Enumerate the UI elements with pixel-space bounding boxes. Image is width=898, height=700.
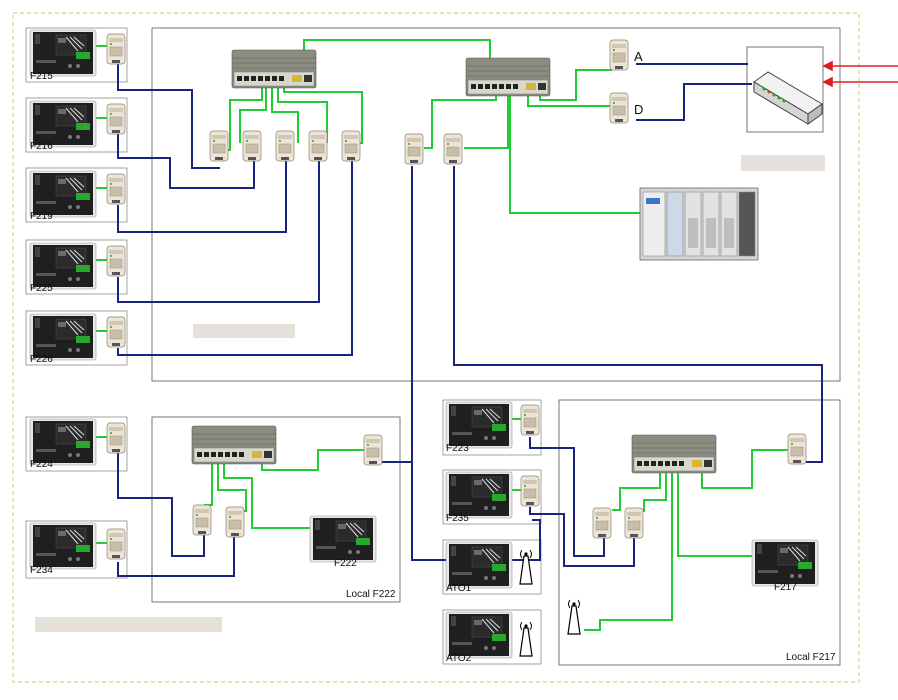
converter-f219 — [106, 173, 126, 205]
converter-local-f217-1 — [592, 507, 612, 539]
plc-rack-icon — [639, 187, 759, 261]
converter-f223 — [520, 404, 540, 436]
box-f216 — [25, 97, 128, 153]
redacted-label-2 — [193, 324, 295, 338]
relay-f235 — [445, 471, 513, 519]
zone-main — [151, 27, 841, 382]
converter-local-f222-2 — [225, 506, 245, 538]
device-label-ato2: ATO2 — [446, 653, 472, 664]
converter-f216 — [106, 103, 126, 135]
outer-frame — [12, 12, 860, 683]
antenna-icon-ato1 — [519, 549, 533, 585]
device-label-f216: F216 — [30, 141, 53, 152]
port-label-a: A — [634, 49, 643, 64]
device-label-f235: F235 — [446, 513, 469, 524]
incoming-arrows — [822, 60, 898, 88]
converter-a — [609, 39, 629, 71]
converter-f226 — [106, 316, 126, 348]
converter-local-f217-3 — [787, 433, 807, 465]
box-f234 — [25, 520, 128, 579]
converter-main-5 — [341, 130, 361, 162]
device-label-f226: F226 — [30, 354, 53, 365]
device-label-f215: F215 — [30, 71, 53, 82]
converter-main-2 — [242, 130, 262, 162]
converter-main-3 — [275, 130, 295, 162]
zone-label-local-f222: Local F222 — [346, 589, 396, 600]
box-f225 — [25, 239, 128, 295]
converter-d — [609, 92, 629, 124]
device-label-f219: F219 — [30, 211, 53, 222]
converter-main-7 — [443, 133, 463, 165]
zone-router — [746, 46, 824, 133]
relay-ato2 — [445, 611, 513, 659]
converter-f215 — [106, 33, 126, 65]
converter-local-f217-2 — [624, 507, 644, 539]
relay-f215 — [29, 29, 97, 77]
converter-main-4 — [308, 130, 328, 162]
redacted-label-3 — [35, 617, 222, 632]
router-icon — [753, 71, 823, 125]
converter-f234 — [106, 528, 126, 560]
relay-f234 — [29, 522, 97, 570]
device-label-f222: F222 — [334, 558, 357, 569]
converter-f224 — [106, 422, 126, 454]
port-label-d: D — [634, 102, 643, 117]
switch-main-2 — [465, 57, 551, 97]
box-f226 — [25, 310, 128, 366]
box-f223 — [442, 399, 542, 456]
box-f224 — [25, 416, 128, 472]
box-f235 — [442, 469, 542, 525]
switch-main-1 — [231, 49, 317, 89]
device-label-f217: F217 — [774, 582, 797, 593]
converter-main-6 — [404, 133, 424, 165]
converter-main-1 — [209, 130, 229, 162]
antenna-icon-ato2 — [519, 621, 533, 657]
box-ato1 — [442, 539, 542, 595]
device-label-f224: F224 — [30, 459, 53, 470]
device-label-f223: F223 — [446, 443, 469, 454]
converter-local-f222-1 — [192, 504, 212, 536]
box-f219 — [25, 167, 128, 223]
zone-local-f217 — [558, 399, 841, 666]
relay-ato1 — [445, 541, 513, 589]
relay-f217 — [751, 539, 819, 587]
switch-local-f217 — [631, 434, 717, 474]
redacted-label-1 — [741, 155, 825, 171]
device-label-f225: F225 — [30, 283, 53, 294]
box-f215 — [25, 27, 128, 83]
zone-label-local-f217: Local F217 — [786, 652, 836, 663]
switch-local-f222 — [191, 425, 277, 465]
antenna-icon-local-f217 — [567, 599, 581, 635]
converter-f235 — [520, 475, 540, 507]
converter-local-f222-3 — [363, 434, 383, 466]
relay-f222 — [309, 515, 377, 563]
box-ato2 — [442, 609, 542, 665]
device-label-f234: F234 — [30, 565, 53, 576]
relay-f223 — [445, 401, 513, 449]
fiber-links — [117, 63, 823, 577]
zone-local-f222 — [151, 416, 401, 603]
converter-f225 — [106, 245, 126, 277]
device-label-ato1: ATO1 — [446, 583, 472, 594]
